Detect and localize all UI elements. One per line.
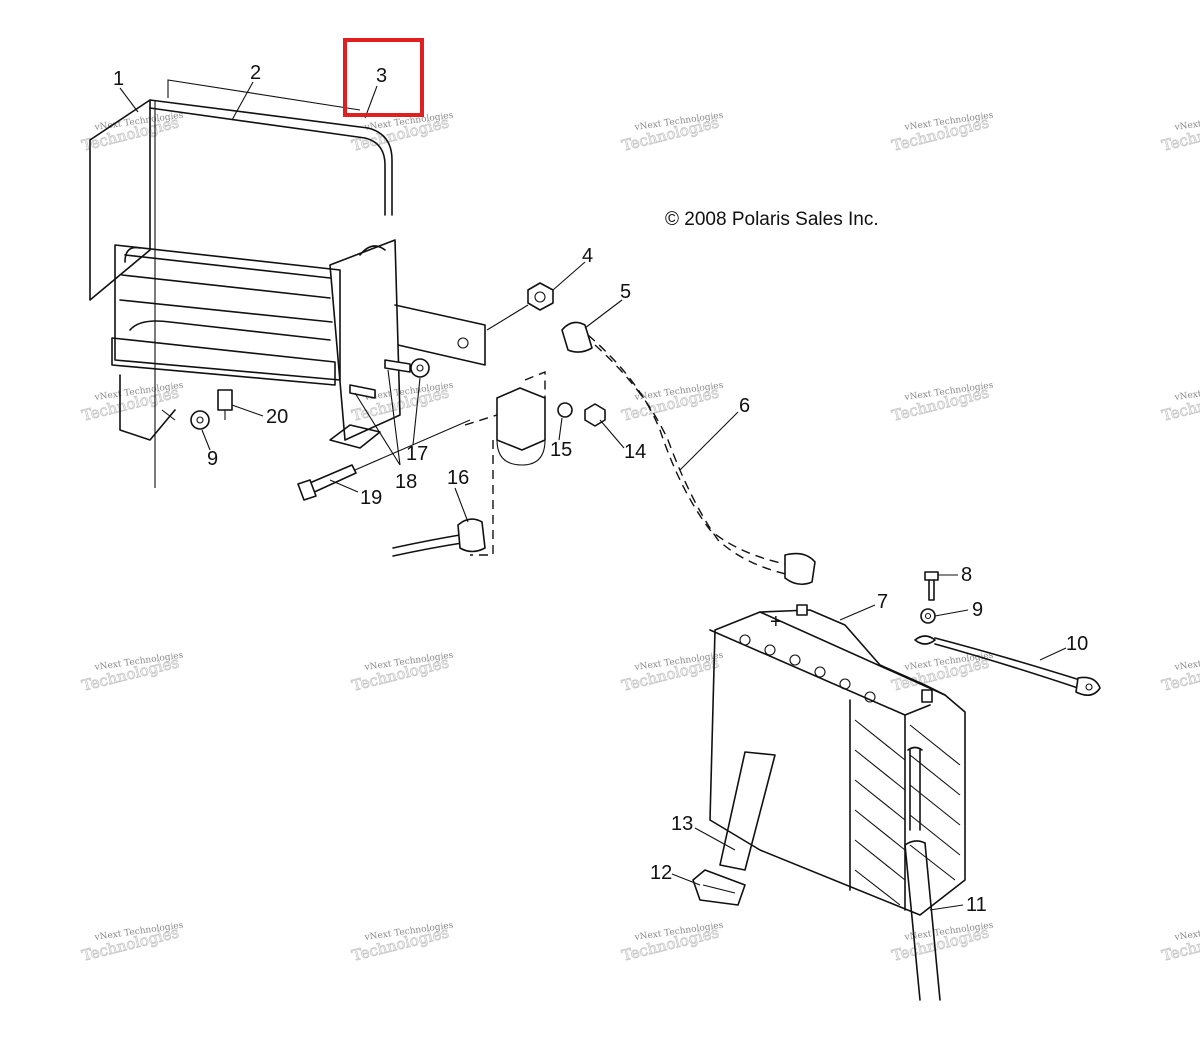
callout-13[interactable]: 13 xyxy=(671,813,693,835)
callout-1[interactable]: 1 xyxy=(113,68,124,90)
callout-19[interactable]: 19 xyxy=(360,487,382,509)
mounting-hardware xyxy=(190,282,554,501)
battery: + xyxy=(709,604,966,916)
callout-7[interactable]: 7 xyxy=(877,591,888,613)
callout-17[interactable]: 17 xyxy=(406,443,428,465)
callout-4[interactable]: 4 xyxy=(582,245,593,267)
callout-9-left[interactable]: 9 xyxy=(207,448,218,470)
callout-8[interactable]: 8 xyxy=(961,564,972,586)
callout-11[interactable]: 11 xyxy=(966,894,987,916)
svg-text:vNext Technologies: vNext Technologies xyxy=(1173,111,1200,134)
ground-hardware xyxy=(914,571,1101,696)
callout-12[interactable]: 12 xyxy=(650,862,672,884)
callout-16[interactable]: 16 xyxy=(447,467,469,489)
callout-15[interactable]: 15 xyxy=(550,439,572,461)
svg-text:vNext Technologies: vNext Technologies xyxy=(1173,381,1200,404)
callout-20[interactable]: 20 xyxy=(266,406,288,428)
callout-9-right[interactable]: 9 xyxy=(972,599,983,621)
positive-cable xyxy=(561,321,816,586)
callout-6[interactable]: 6 xyxy=(739,395,750,417)
battery-box-assembly xyxy=(89,79,486,488)
callout-5[interactable]: 5 xyxy=(620,281,631,303)
callout-10[interactable]: 10 xyxy=(1066,633,1088,655)
terminal-block xyxy=(392,370,606,557)
battery-polarity-mark: + xyxy=(770,611,782,633)
leader-lines xyxy=(119,81,1067,911)
callout-3[interactable]: 3 xyxy=(376,65,387,87)
battery-strap xyxy=(692,751,776,906)
callout-14[interactable]: 14 xyxy=(624,441,646,463)
callout-3-highlight-box xyxy=(343,38,424,117)
callout-2[interactable]: 2 xyxy=(250,62,261,84)
callout-18[interactable]: 18 xyxy=(395,471,417,493)
copyright-notice: © 2008 Polaris Sales Inc. xyxy=(665,209,879,230)
svg-text:vNext Technologies: vNext Technologies xyxy=(1173,921,1200,944)
svg-text:vNext Technologies: vNext Technologies xyxy=(1173,651,1200,674)
negative-cable xyxy=(904,746,941,1001)
